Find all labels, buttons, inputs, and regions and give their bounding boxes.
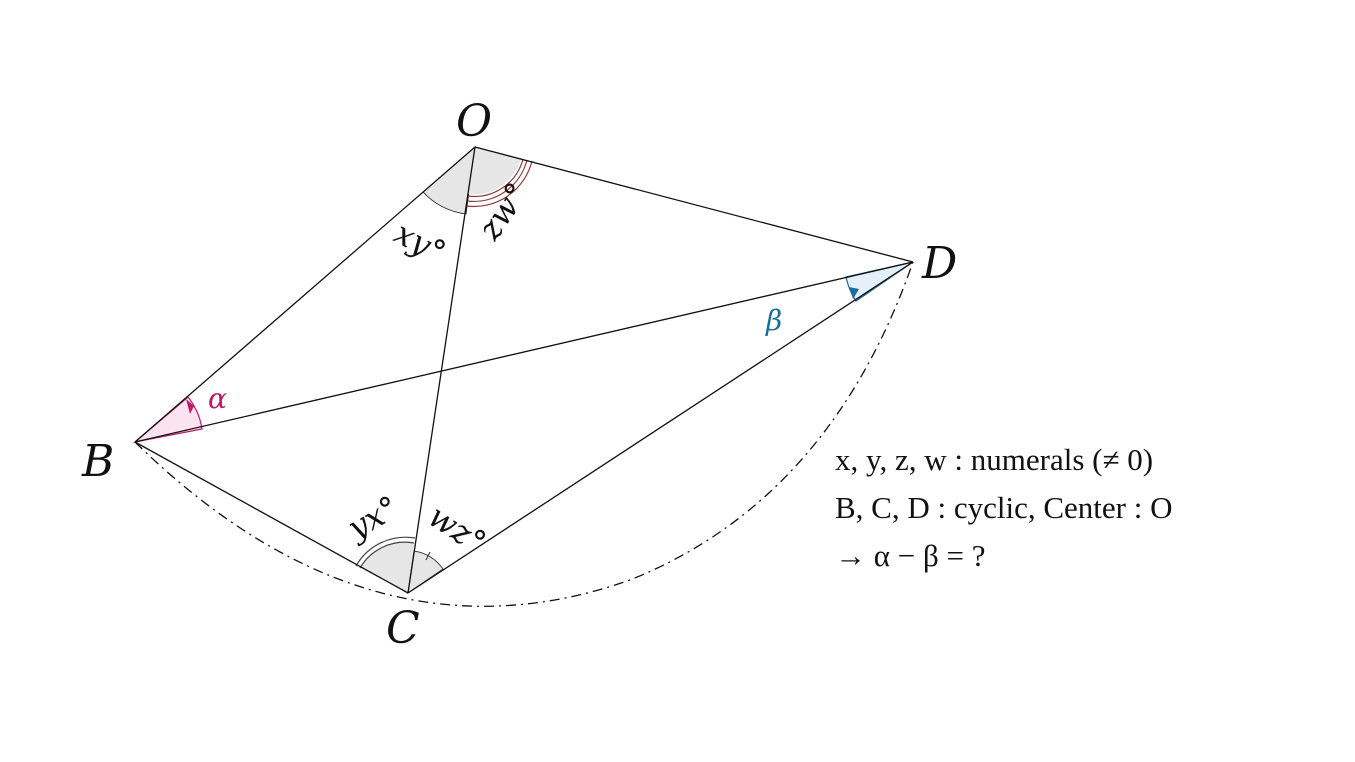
angle-OCD-tick <box>425 551 431 561</box>
angle-BOC-sector <box>422 146 476 215</box>
segment-BC <box>134 441 409 594</box>
angle-COD-arc-1 <box>467 158 524 198</box>
note-question: → α − β = ? <box>835 538 986 573</box>
segment-OD <box>474 146 914 263</box>
segment-CD <box>407 261 914 594</box>
angle-COD-arc-3 <box>465 160 533 208</box>
angle-label-BOC: xy° <box>388 214 452 272</box>
beta-arrow <box>849 287 859 299</box>
alpha-sector <box>132 396 203 444</box>
circumcircle-arc <box>134 261 914 607</box>
angle-BCO-sector <box>360 542 414 593</box>
segment-BD <box>134 261 914 443</box>
angle-label-OCD: wz° <box>422 497 493 562</box>
angle-COD-arc-2 <box>466 159 528 203</box>
segment-OB <box>134 146 476 443</box>
segments <box>134 146 914 594</box>
point-label-O: O <box>456 96 492 147</box>
alpha-label: α <box>208 382 227 415</box>
angle-COD-sector <box>468 147 521 195</box>
alpha-arrow <box>186 399 194 414</box>
note-cyclic-center: B, C, D : cyclic, Center : O <box>835 490 1173 525</box>
angle-BCO-arc-1 <box>359 541 415 569</box>
point-label-B: B <box>81 436 114 487</box>
angle-label-BCO: yx° <box>339 488 405 548</box>
point-label-D: D <box>921 238 957 289</box>
note-numerals: x, y, z, w : numerals (≠ 0) <box>835 442 1154 477</box>
angle-BCO-arc-2 <box>355 536 416 567</box>
segment-OC <box>407 146 476 594</box>
beta-label: β <box>765 304 782 337</box>
point-label-C: C <box>386 603 420 654</box>
